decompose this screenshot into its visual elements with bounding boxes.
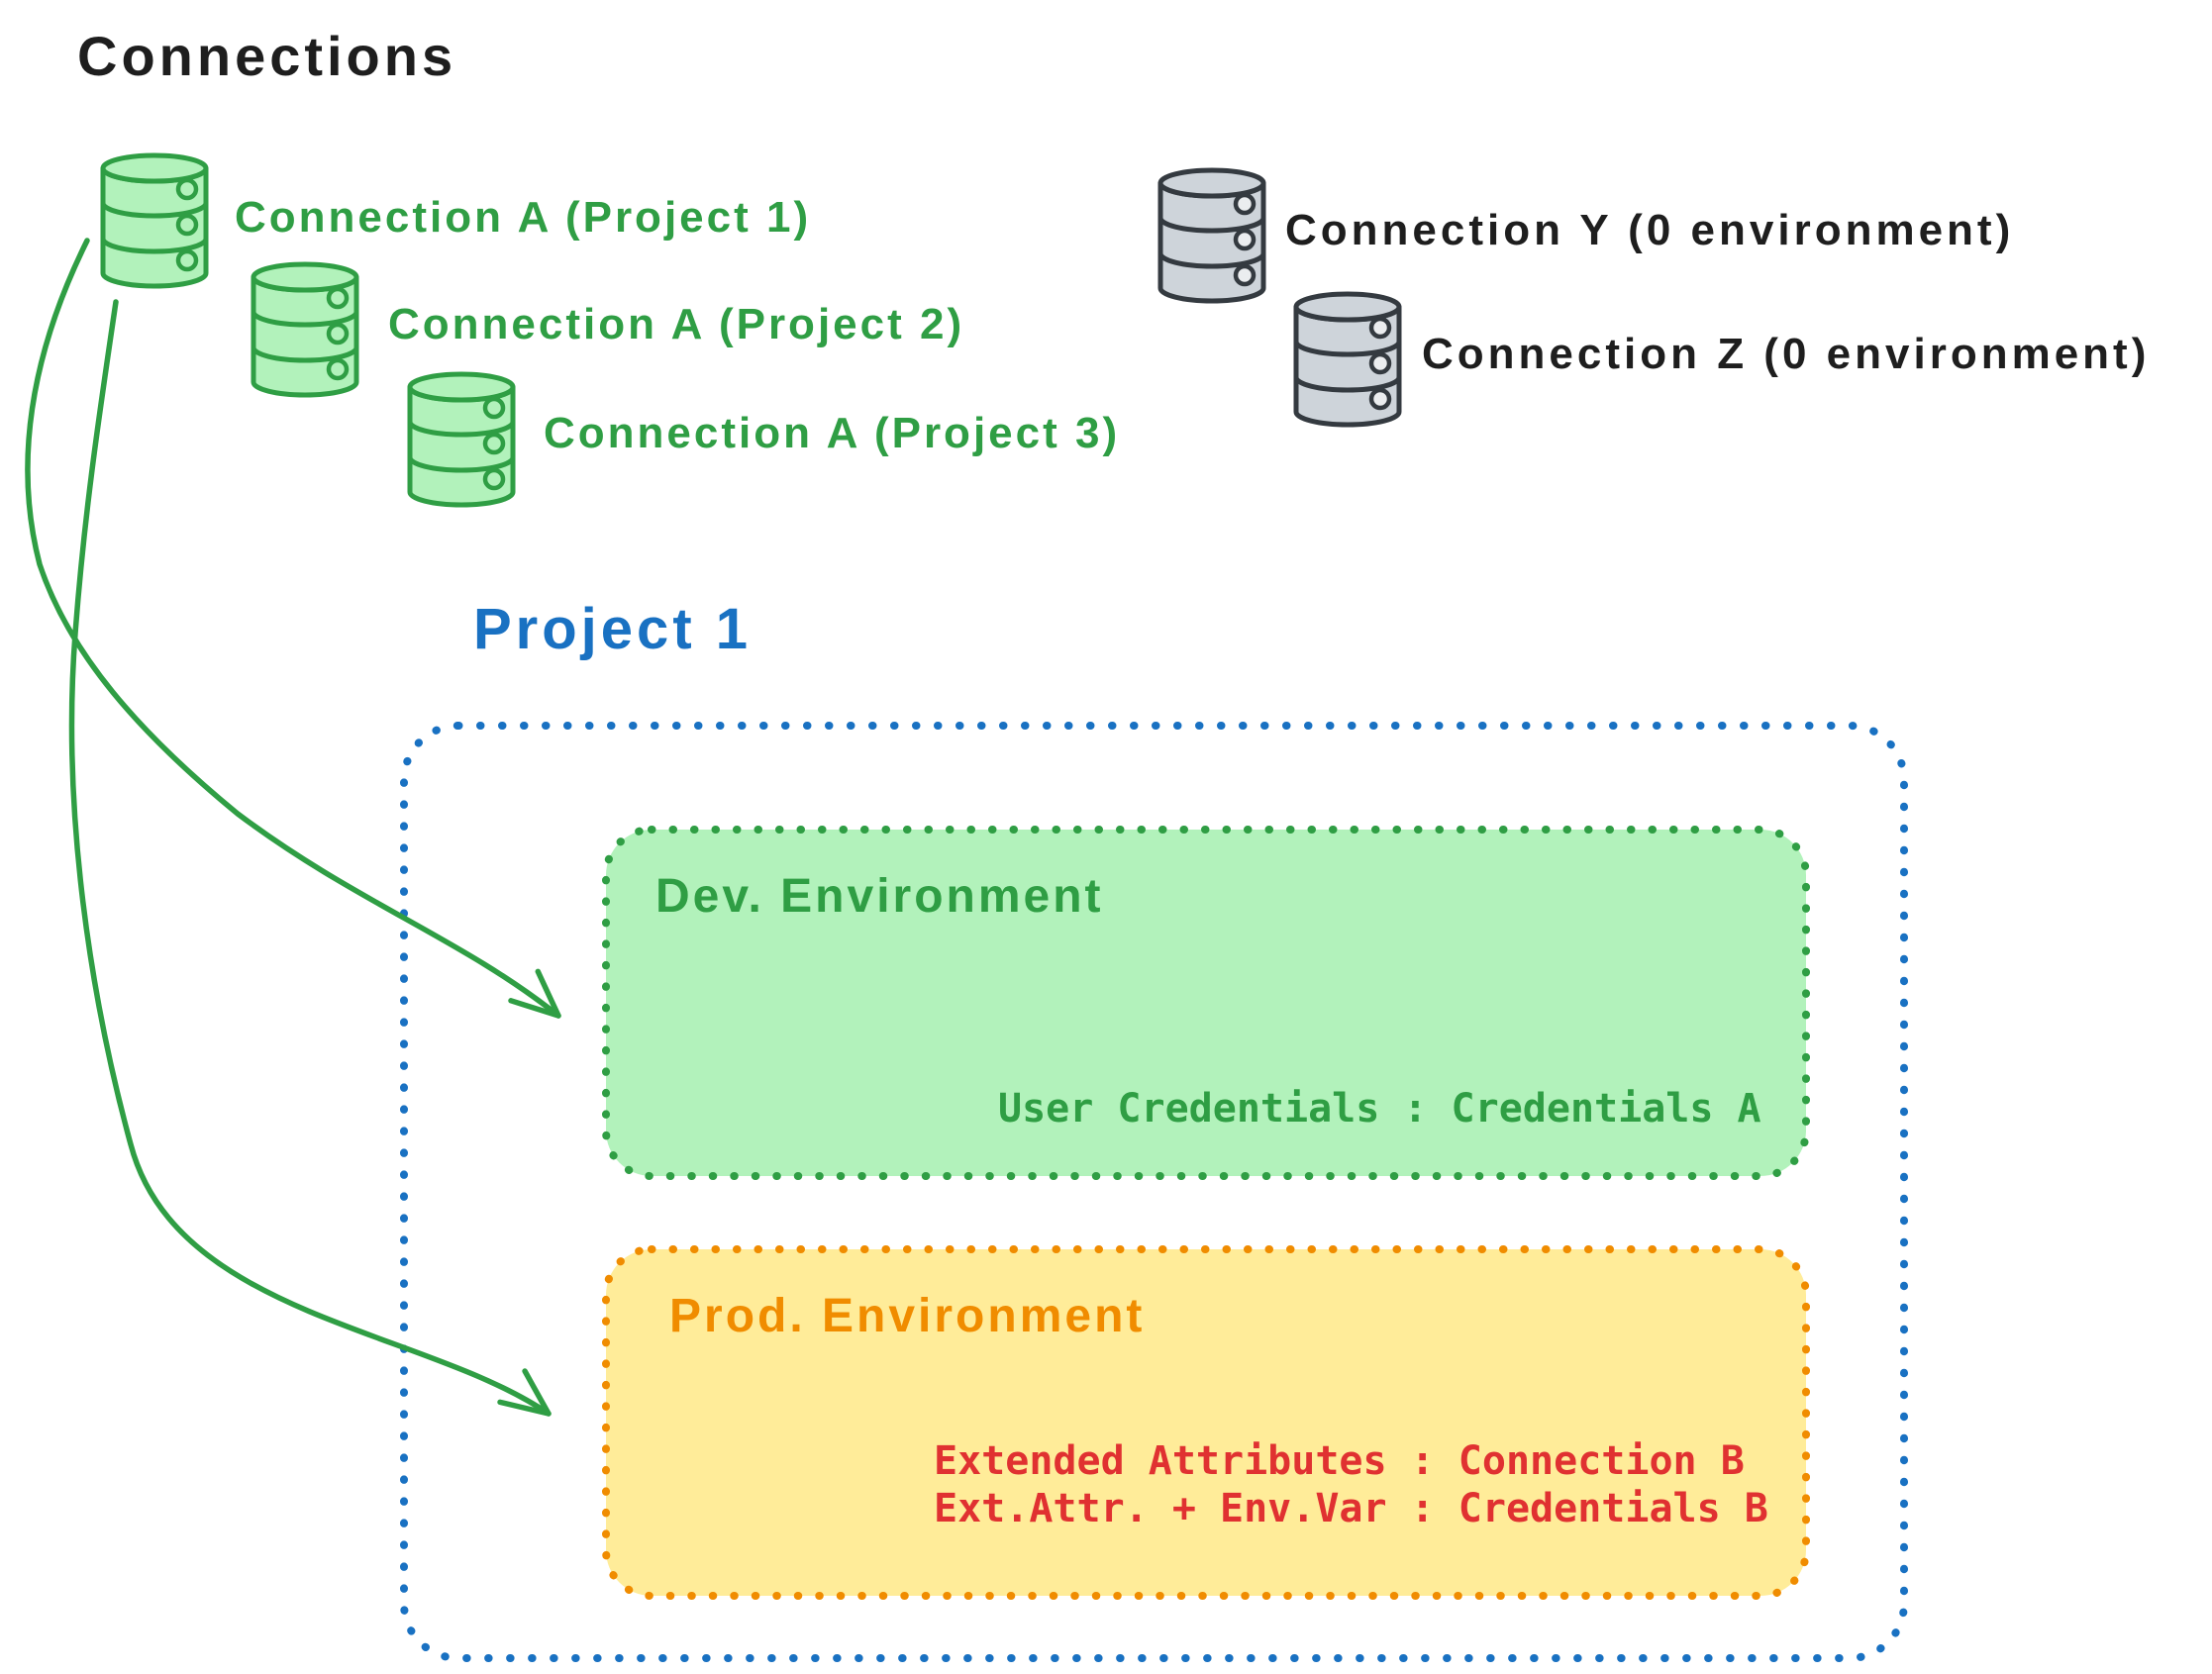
- label-connection-z: Connection Z (0 environment): [1422, 330, 2151, 378]
- label-connection-a-project-3: Connection A (Project 3): [544, 409, 1121, 457]
- label-connection-a-project-1: Connection A (Project 1): [235, 193, 812, 242]
- project-1-title: Project 1: [473, 597, 752, 661]
- label-connection-y: Connection Y (0 environment): [1285, 206, 2015, 254]
- prod-environment-mapping-line-1: Extended Attributes : Connection B: [934, 1438, 1745, 1484]
- database-icon-connection-z: [1296, 294, 1399, 425]
- arrow-connection-a-to-dev-icon: [25, 238, 561, 1019]
- prod-environment-box: [602, 1245, 1810, 1600]
- arrow-connection-a-to-prod-icon: [68, 299, 552, 1417]
- dev-environment-box: [602, 826, 1810, 1180]
- database-icon-connection-a-project-1: [103, 155, 206, 286]
- dev-environment-credentials-mapping: User Credentials : Credentials A: [998, 1086, 1761, 1132]
- dev-environment-name: Dev. Environment: [655, 870, 1104, 923]
- prod-environment-name: Prod. Environment: [669, 1290, 1146, 1342]
- database-icon-connection-a-project-2: [253, 264, 356, 395]
- database-icon-connection-a-project-3: [410, 374, 513, 505]
- diagram-title: Connections: [77, 25, 457, 87]
- project-1-container-box: [400, 722, 1908, 1662]
- label-connection-a-project-2: Connection A (Project 2): [388, 300, 965, 348]
- prod-environment-mapping-line-2: Ext.Attr. + Env.Var : Credentials B: [934, 1486, 1768, 1531]
- database-icon-connection-y: [1160, 170, 1263, 301]
